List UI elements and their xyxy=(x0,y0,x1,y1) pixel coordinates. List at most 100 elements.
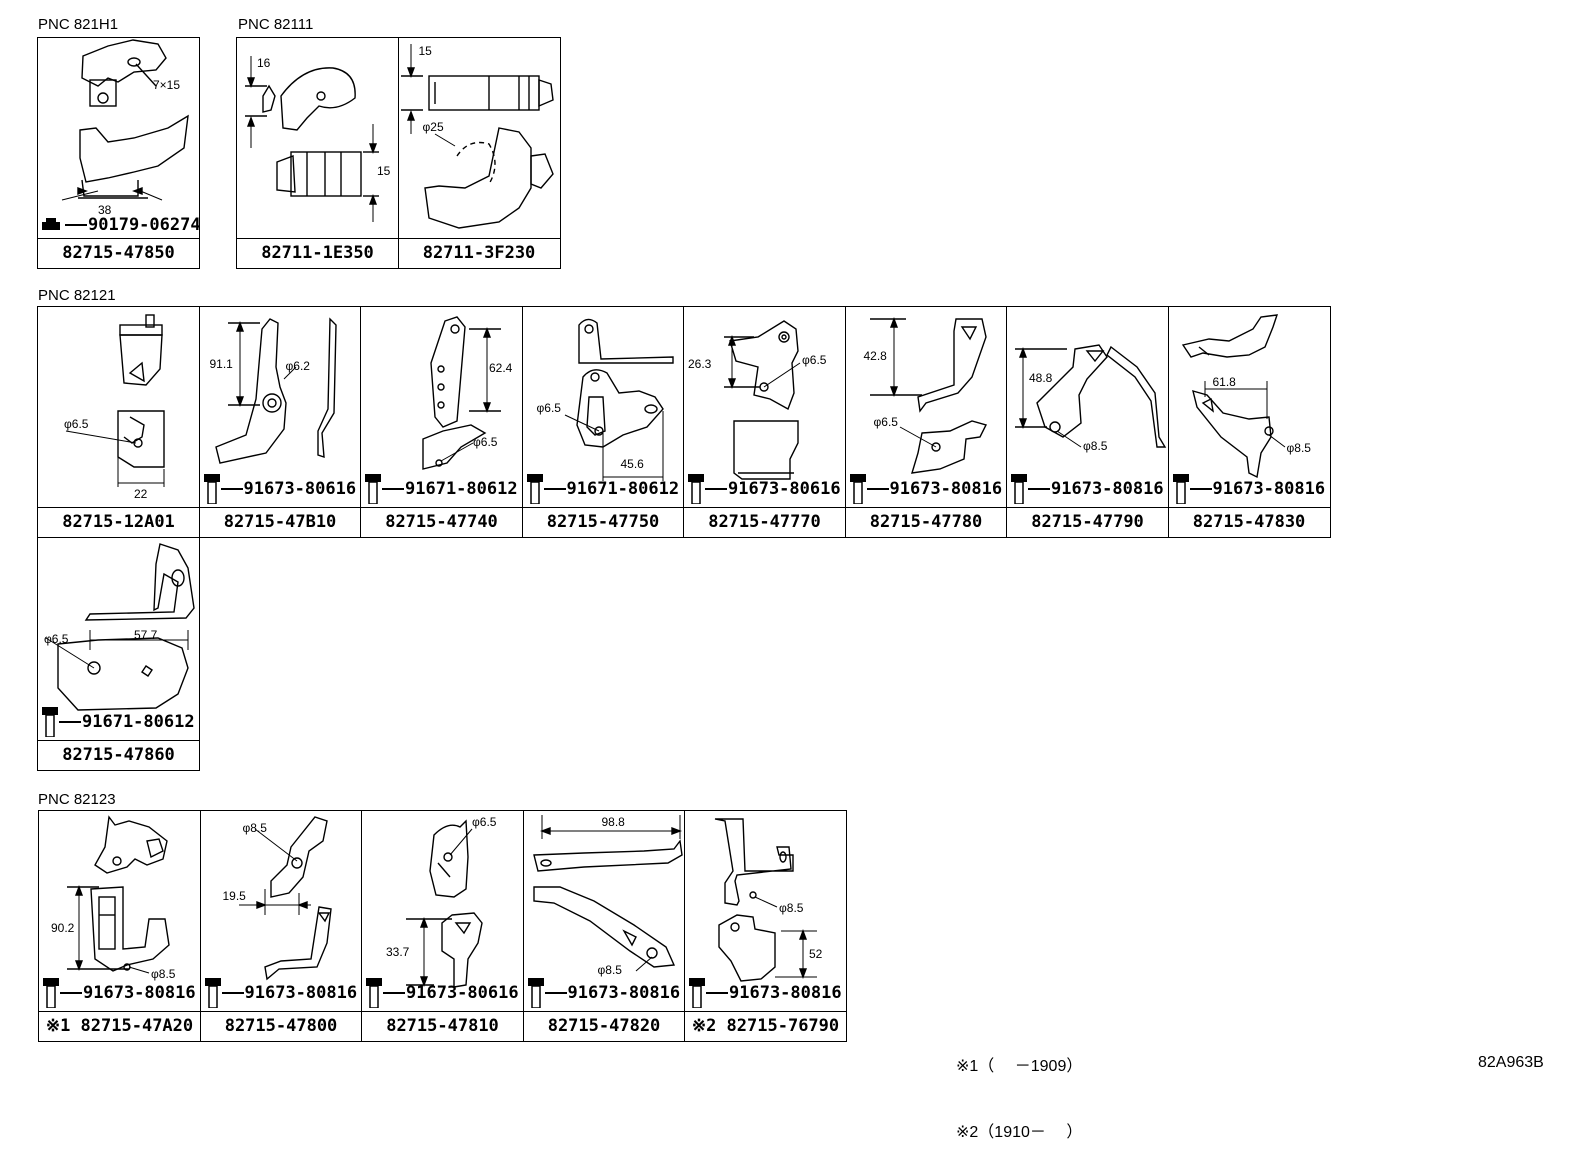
bolt-part-number: 91673-80616 xyxy=(406,983,519,1003)
bracket-drawing xyxy=(564,318,674,481)
bracket-drawing xyxy=(1181,314,1285,479)
bolt-icon xyxy=(849,474,866,504)
dimension-label: 16 xyxy=(257,56,271,70)
dimension-label: 61.8 xyxy=(1212,375,1236,389)
part-cell-82711-1e350[interactable]: 16 15 82711-1E350 xyxy=(236,37,399,269)
bolt-callout: 90179-06274 xyxy=(42,215,201,235)
dimension-label: φ6.5 xyxy=(536,401,561,415)
clamp-drawing xyxy=(245,56,379,222)
part-cell-82715-47780[interactable]: 42.8 φ6.5 91673-80816 82715-47780 xyxy=(844,306,1008,538)
dimension-label: 98.8 xyxy=(601,815,625,829)
part-number: 82715-47830 xyxy=(1168,507,1330,537)
bracket-drawing xyxy=(532,815,683,972)
bolt-callout: 91673-80616 xyxy=(366,978,519,1008)
section-label-82123: PNC 82123 xyxy=(38,791,116,808)
dimension-label: φ8.5 xyxy=(242,821,267,835)
part-cell-82715-47b10[interactable]: 91.1 φ6.2 91673-80616 82715-47B10 xyxy=(198,306,362,538)
bolt-icon xyxy=(203,474,220,504)
bolt-icon xyxy=(43,978,59,1008)
part-number: 82715-47860 xyxy=(38,740,199,770)
section-label-82111: PNC 82111 xyxy=(238,16,314,33)
dimension-label: 57.7 xyxy=(134,628,158,642)
dimension-label: φ25 xyxy=(422,120,444,134)
part-cell-82715-47800[interactable]: φ8.5 19.5 91673-80816 82715-47800 xyxy=(199,810,363,1042)
bolt-callout: 91673-80816 xyxy=(43,978,196,1008)
dimension-label: 38 xyxy=(98,203,112,217)
part-number: 82715-47B10 xyxy=(199,507,361,537)
bolt-part-number: 91673-80816 xyxy=(83,983,196,1003)
bracket-drawing xyxy=(869,317,987,474)
part-cell-82715-47a20[interactable]: 90.2 φ8.5 91673-80816 ※1 82715-47A20 xyxy=(38,810,201,1042)
bolt-icon xyxy=(689,978,705,1008)
part-cell-82711-3f230[interactable]: 15 φ25 82711-3F230 xyxy=(397,37,561,269)
dimension-label: 19.5 xyxy=(222,889,246,903)
dimension-label: φ8.5 xyxy=(1286,441,1311,455)
bolt-icon xyxy=(1011,474,1027,504)
bolt-part-number: 91673-80616 xyxy=(243,479,357,499)
bolt-icon xyxy=(204,978,221,1008)
part-cell-82715-47860[interactable]: φ6.5 57.7 91671-80612 82715-47860 xyxy=(37,537,200,771)
bracket-drawing xyxy=(214,317,337,464)
dimension-label: 7×15 xyxy=(153,78,181,92)
dimension-label: 91.1 xyxy=(209,357,233,371)
dimension-label: 15 xyxy=(418,44,432,58)
bolt-callout: 91673-80616 xyxy=(203,474,357,504)
part-cell-82715-47790[interactable]: 48.8 φ8.5 91673-80816 82715-47790 xyxy=(1006,306,1169,538)
dimension-label: φ6.5 xyxy=(873,415,898,429)
bolt-icon xyxy=(365,474,381,504)
part-number: 82715-47820 xyxy=(523,1011,685,1041)
bolt-part-number: 91673-80816 xyxy=(1051,479,1164,499)
part-cell-82715-47740[interactable]: 62.4 φ6.5 91671-80612 82715-47740 xyxy=(360,306,523,538)
part-cell-82715-76790[interactable]: φ8.5 52 91673-80816 ※2 82715-76790 xyxy=(684,810,847,1042)
bracket-drawing xyxy=(65,314,165,487)
dimension-label: 26.3 xyxy=(688,357,712,371)
part-cell-82715-47770[interactable]: 26.3 φ6.5 91673-80616 82715-47770 xyxy=(683,306,846,538)
dimension-label: 42.8 xyxy=(863,349,887,363)
bolt-callout: 91673-80816 xyxy=(1172,474,1326,504)
bolt-callout: 91671-80612 xyxy=(365,474,518,504)
footnotes: ※1（ －1909） ※2（1910－ ） xyxy=(956,1012,1082,1166)
dimension-label: 90.2 xyxy=(51,921,75,935)
dimension-label: 62.4 xyxy=(489,361,513,375)
part-cell-82715-47810[interactable]: φ6.5 33.7 91673-80616 82715-47810 xyxy=(361,810,524,1042)
part-number: 82711-1E350 xyxy=(237,238,398,268)
bolt-part-number: 91671-80612 xyxy=(82,712,195,732)
bracket-drawing xyxy=(724,320,801,480)
bolt-callout: 91673-80816 xyxy=(1011,474,1164,504)
part-number: 82715-47850 xyxy=(38,238,199,268)
dimension-label: φ6.2 xyxy=(285,359,310,373)
bracket-drawing xyxy=(406,819,483,988)
part-number: 82715-47740 xyxy=(361,507,522,537)
bolt-part-number: 91673-80816 xyxy=(244,983,358,1003)
bracket-drawing xyxy=(67,815,170,974)
dimension-label: φ6.5 xyxy=(64,417,89,431)
part-cell-82715-12a01[interactable]: φ6.5 22 82715-12A01 xyxy=(37,306,200,538)
part-number: ※1 82715-47A20 xyxy=(39,1011,200,1041)
part-cell-82715-47820[interactable]: 98.8 φ8.5 91673-80816 82715-47820 xyxy=(522,810,686,1042)
part-cell-82715-47750[interactable]: φ6.5 45.6 91671-80612 82715-47750 xyxy=(521,306,685,538)
section-label-821h1: PNC 821H1 xyxy=(38,16,119,33)
part-cell-82715-47850[interactable]: 7×15 38 90179-06274 82715-47850 xyxy=(37,37,201,269)
bolt-icon xyxy=(366,978,382,1008)
bolt-icon xyxy=(1172,474,1189,504)
part-cell-82715-47830[interactable]: 61.8 φ8.5 91673-80816 82715-47830 xyxy=(1167,306,1331,538)
bolt-callout: 91673-80816 xyxy=(527,978,680,1008)
bolt-part-number: 91673-80816 xyxy=(1212,479,1326,499)
dimension-label: φ8.5 xyxy=(779,901,804,915)
part-number: 82715-47770 xyxy=(684,507,845,537)
bolt-icon xyxy=(688,474,704,504)
bolt-callout: 91673-80816 xyxy=(204,978,358,1008)
bolt-part-number: 90179-06274 xyxy=(88,215,201,235)
bracket-drawing xyxy=(714,818,817,982)
clamp-drawing xyxy=(400,44,554,229)
bolt-part-number: 91673-80816 xyxy=(889,479,1003,499)
dimension-label: 33.7 xyxy=(386,945,410,959)
part-number: 82715-47790 xyxy=(1007,507,1168,537)
dimension-label: φ6.5 xyxy=(472,815,497,829)
bolt-callout: 91673-80616 xyxy=(688,474,841,504)
part-number: 82715-12A01 xyxy=(38,507,199,537)
bolt-callout: 91673-80816 xyxy=(849,474,1003,504)
dimension-label: φ6.5 xyxy=(44,632,69,646)
part-number: 82715-47780 xyxy=(845,507,1007,537)
bolt-callout: 91673-80816 xyxy=(689,978,842,1008)
